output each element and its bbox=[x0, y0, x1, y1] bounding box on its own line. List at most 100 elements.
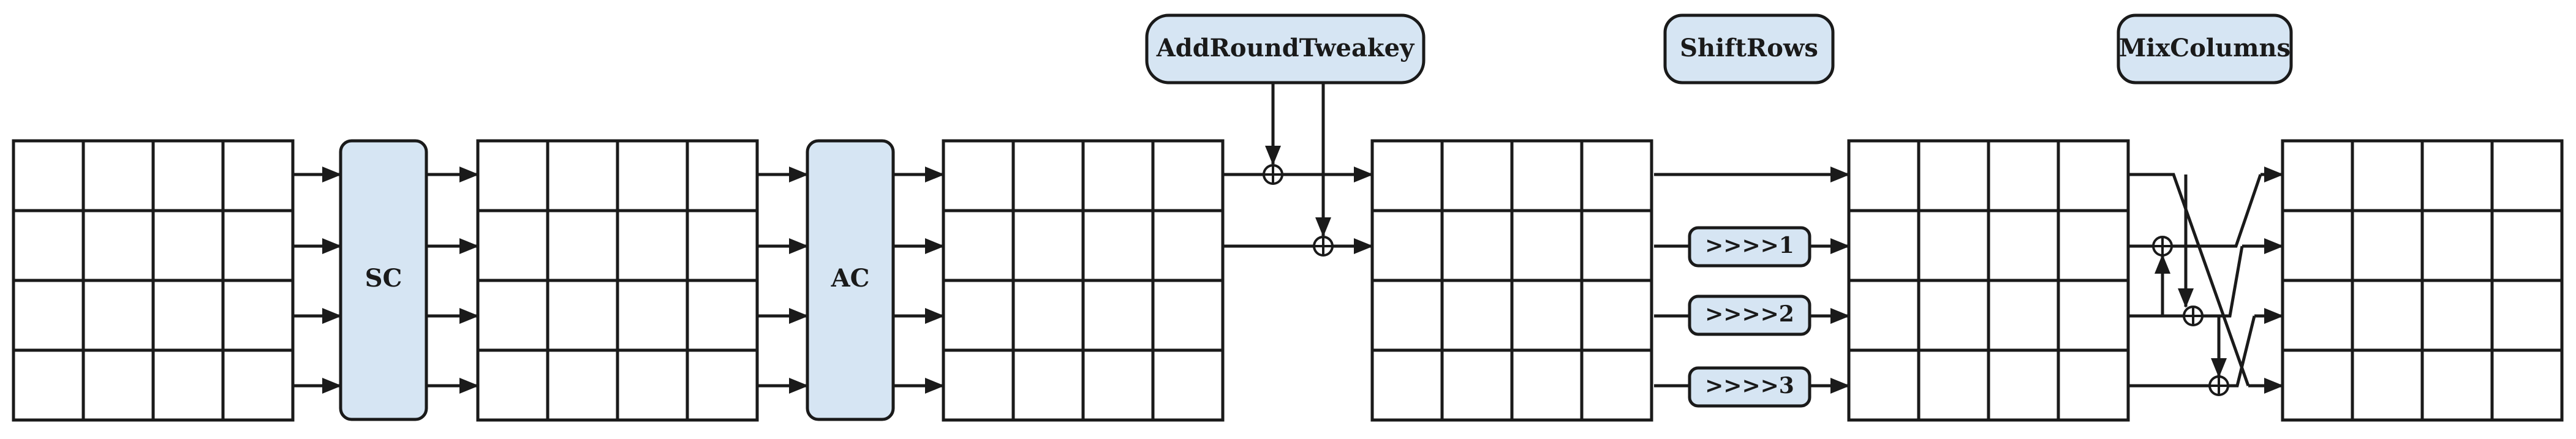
xor-icon bbox=[2208, 375, 2229, 396]
state-cell bbox=[2420, 348, 2494, 422]
state-cell bbox=[616, 348, 689, 422]
shift-box-row-3: >>>>3 bbox=[1688, 366, 1811, 408]
state-cell bbox=[12, 139, 85, 212]
arrows-sc-to-grid2 bbox=[426, 167, 479, 394]
state-cell bbox=[1370, 348, 1444, 422]
arrows-grid1-to-sc bbox=[293, 167, 342, 394]
state-cell bbox=[1081, 139, 1155, 212]
state-cell bbox=[151, 209, 225, 282]
state-cell bbox=[1011, 348, 1085, 422]
state-cell bbox=[1847, 139, 1921, 212]
state-cell bbox=[81, 139, 155, 212]
mix-columns-label: MixColumns bbox=[2119, 34, 2291, 62]
state-cell bbox=[2351, 209, 2424, 282]
state-cell bbox=[942, 209, 1015, 282]
state-cell bbox=[1917, 139, 1990, 212]
state-grid-1 bbox=[12, 139, 295, 422]
state-cell bbox=[12, 279, 85, 352]
shift-label-row-2: >>>>2 bbox=[1705, 301, 1794, 327]
mix-columns-wiring bbox=[2129, 167, 2284, 396]
state-cell bbox=[81, 348, 155, 422]
state-cell bbox=[221, 139, 295, 212]
state-cell bbox=[942, 348, 1015, 422]
add-round-tweakey-box: AddRoundTweakey bbox=[1145, 13, 1426, 84]
state-cell bbox=[1917, 348, 1990, 422]
state-cell bbox=[221, 348, 295, 422]
state-cell bbox=[686, 279, 759, 352]
state-cell bbox=[151, 139, 225, 212]
state-cell bbox=[1370, 279, 1444, 352]
state-cell bbox=[1081, 279, 1155, 352]
state-cell bbox=[1580, 279, 1653, 352]
state-cell bbox=[1510, 279, 1584, 352]
state-cell bbox=[1151, 348, 1225, 422]
state-cell bbox=[1847, 348, 1921, 422]
state-cell bbox=[151, 279, 225, 352]
state-cell bbox=[2490, 209, 2564, 282]
state-cell bbox=[2057, 139, 2130, 212]
state-cell bbox=[686, 209, 759, 282]
state-cell bbox=[1151, 139, 1225, 212]
state-cell bbox=[1440, 139, 1514, 212]
state-cell bbox=[942, 279, 1015, 352]
state-cell bbox=[1987, 348, 2060, 422]
xor-icon bbox=[1313, 236, 1334, 257]
state-cell bbox=[2351, 279, 2424, 352]
state-cell bbox=[2281, 139, 2354, 212]
state-cell bbox=[546, 139, 619, 212]
state-cell bbox=[1580, 348, 1653, 422]
state-grid-6 bbox=[2281, 139, 2564, 422]
state-cell bbox=[2281, 209, 2354, 282]
state-cell bbox=[12, 209, 85, 282]
shift-label-row-1: >>>>1 bbox=[1705, 233, 1794, 258]
state-cell bbox=[1847, 209, 1921, 282]
state-cell bbox=[616, 279, 689, 352]
state-cell bbox=[1580, 139, 1653, 212]
state-cell bbox=[2351, 348, 2424, 422]
state-cell bbox=[2490, 348, 2564, 422]
shift-rows-wiring bbox=[1654, 167, 1850, 394]
state-cell bbox=[2420, 279, 2494, 352]
state-cell bbox=[476, 279, 550, 352]
state-cell bbox=[1440, 279, 1514, 352]
ac-label: AC bbox=[831, 264, 870, 293]
state-cell bbox=[1917, 279, 1990, 352]
state-cell bbox=[2420, 209, 2494, 282]
state-cell bbox=[476, 209, 550, 282]
state-cell bbox=[2057, 279, 2130, 352]
state-cell bbox=[1011, 209, 1085, 282]
state-cell bbox=[2420, 139, 2494, 212]
shift-rows-box: ShiftRows bbox=[1663, 13, 1835, 84]
state-cell bbox=[1081, 348, 1155, 422]
state-cell bbox=[942, 139, 1015, 212]
state-cell bbox=[221, 279, 295, 352]
sc-label: SC bbox=[365, 264, 402, 293]
state-cell bbox=[2057, 348, 2130, 422]
state-cell bbox=[476, 348, 550, 422]
state-cell bbox=[1440, 348, 1514, 422]
arrows-ac-to-grid3 bbox=[893, 167, 945, 394]
state-cell bbox=[686, 348, 759, 422]
ac-box: AC bbox=[806, 139, 895, 421]
state-cell bbox=[1847, 279, 1921, 352]
state-cell bbox=[1011, 139, 1085, 212]
state-cell bbox=[1987, 279, 2060, 352]
state-cell bbox=[476, 139, 550, 212]
state-cell bbox=[1011, 279, 1085, 352]
state-grids bbox=[12, 139, 2564, 422]
state-cell bbox=[2490, 279, 2564, 352]
state-grid-5 bbox=[1847, 139, 2130, 422]
xor-icon bbox=[1263, 164, 1283, 185]
mix-columns-box: MixColumns bbox=[2117, 13, 2293, 84]
arrows-grid2-to-ac bbox=[758, 167, 809, 394]
state-cell bbox=[1151, 279, 1225, 352]
state-cell bbox=[546, 348, 619, 422]
state-cell bbox=[616, 139, 689, 212]
state-cell bbox=[1987, 209, 2060, 282]
add-round-tweakey-label: AddRoundTweakey bbox=[1156, 34, 1415, 62]
state-cell bbox=[1370, 139, 1444, 212]
state-cell bbox=[546, 209, 619, 282]
state-cell bbox=[1370, 209, 1444, 282]
shift-rows-label: ShiftRows bbox=[1680, 34, 1818, 62]
